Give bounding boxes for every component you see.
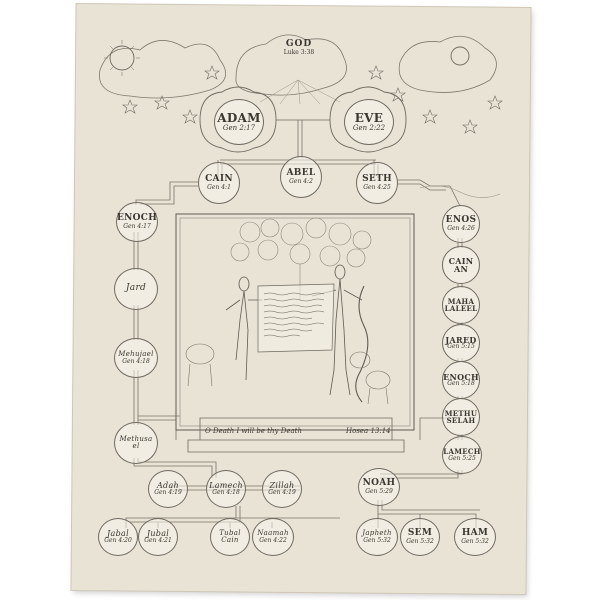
animals (185, 343, 391, 405)
adah-ref: Gen 4:19 (154, 489, 182, 497)
noah-ref: Gen 5:29 (365, 487, 393, 495)
sun-face (109, 45, 135, 71)
noah-node: NOAH Gen 5:29 (358, 468, 400, 506)
jabal-name: Jabal (107, 528, 129, 538)
lamech-seth-ref: Gen 5:25 (448, 454, 476, 462)
right-enoch-node: ENOCH Gen 5:18 (442, 361, 480, 399)
methusael-name: Methusa el (119, 434, 153, 450)
mahalaleel-name: MAHA LALEEL (444, 296, 478, 313)
methusael-node: Methusa el (114, 422, 158, 464)
mehujael-node: Mehujael Gen 4:18 (114, 338, 158, 378)
seth-ref: Gen 4:25 (363, 183, 391, 191)
sem-node: SEM Gen 5:32 (400, 518, 440, 556)
cloud-left (98, 40, 227, 99)
japheth-name: Japheth (362, 529, 392, 538)
scene-caption-ref: Hosea 13:14 (346, 427, 391, 435)
japheth-node: Japheth Gen 5:32 (356, 518, 398, 556)
seth-node: SETH Gen 4:25 (356, 162, 398, 204)
adam-ref: Gen 2:17 (222, 123, 256, 132)
left-enoch-ref: Gen 4:17 (123, 222, 151, 230)
jabal-node: Jabal Gen 4:20 (98, 518, 138, 556)
left-enoch-name: ENOCH (116, 213, 158, 224)
god-label: GOD Luke 3:38 (269, 39, 329, 56)
methuselah-name: METHU SELAH (444, 408, 478, 425)
eve-name: EVE (354, 111, 384, 126)
cain-name: CAIN (205, 174, 233, 185)
eve-ref: Gen 2:22 (352, 123, 386, 132)
jubal-node: Jubal Gen 4:21 (138, 518, 178, 556)
scroll (257, 283, 335, 353)
cloud-center (235, 34, 347, 96)
tubal-cain-node: Tubal Cain (210, 518, 250, 556)
god-ref: Luke 3:38 (283, 49, 315, 56)
ham-ref: Gen 5:32 (461, 537, 489, 545)
zillah-name: Zillah (269, 480, 295, 490)
japheth-ref: Gen 5:32 (363, 536, 391, 544)
jared-ref: Gen 5:15 (447, 343, 475, 351)
lamech-seth-name: LAMECH (443, 447, 481, 457)
jared-node: JARED Gen 5:15 (442, 324, 480, 362)
jared-name: JARED (445, 334, 477, 345)
jubal-ref: Gen 4:21 (144, 537, 172, 545)
stars (122, 65, 503, 134)
scene-caption: O Death I will be thy Death (205, 427, 302, 435)
right-enoch-ref: Gen 5:18 (447, 380, 475, 388)
scroll-writing (263, 292, 325, 338)
cloud-right (398, 35, 497, 93)
naamah-name: Naamah (257, 529, 289, 538)
tubal-cain-name: Tubal Cain (219, 528, 241, 544)
ham-node: HAM Gen 5:32 (454, 518, 496, 556)
lamech-cain-ref: Gen 4:18 (212, 489, 240, 497)
enos-ref: Gen 4:26 (447, 224, 475, 232)
adam-node: ADAM Gen 2:17 (214, 99, 264, 145)
zillah-node: Zillah Gen 4:19 (262, 470, 302, 508)
figures (225, 264, 369, 403)
cain-node: CAIN Gen 4:1 (198, 162, 240, 204)
cainan-node: CAIN AN (442, 246, 480, 284)
methuselah-node: METHU SELAH (442, 398, 480, 436)
naamah-ref: Gen 4:22 (259, 536, 287, 544)
lamech-cain-name: Lamech (209, 480, 243, 490)
noah-name: NOAH (362, 478, 396, 489)
abel-ref: Gen 4:2 (289, 177, 313, 185)
mahalaleel-node: MAHA LALEEL (442, 286, 480, 324)
adah-name: Adah (156, 480, 180, 490)
abel-node: ABEL Gen 4:2 (280, 156, 322, 198)
jard-name: Jard (125, 283, 147, 294)
sem-ref: Gen 5:32 (406, 537, 434, 545)
abel-name: ABEL (286, 168, 316, 179)
sem-name: SEM (407, 528, 433, 539)
scene-frame (175, 213, 415, 431)
left-enoch-node: ENOCH Gen 4:17 (116, 202, 158, 242)
tree-canopy (230, 217, 372, 300)
god-name: GOD (285, 39, 313, 49)
cainan-name: CAIN AN (448, 255, 474, 274)
adam-name: ADAM (217, 111, 261, 126)
moon (450, 46, 470, 66)
lamech-cain-node: Lamech Gen 4:18 (206, 470, 246, 508)
lamech-seth-node: LAMECH Gen 5:25 (442, 436, 482, 474)
jubal-name: Jubal (146, 528, 170, 538)
eve-frame (329, 86, 407, 153)
ham-name: HAM (461, 528, 489, 539)
eve-node: EVE Gen 2:22 (344, 99, 394, 145)
enos-node: ENOS Gen 4:26 (442, 205, 480, 243)
seth-name: SETH (362, 174, 392, 185)
pedestal (187, 417, 405, 453)
mehujael-ref: Gen 4:18 (122, 357, 150, 365)
zillah-ref: Gen 4:19 (268, 489, 296, 497)
jabal-ref: Gen 4:20 (104, 537, 132, 545)
mehujael-name: Mehujael (118, 350, 154, 359)
enos-name: ENOS (445, 215, 477, 226)
jard-node: Jard (114, 268, 158, 310)
adah-node: Adah Gen 4:19 (148, 470, 188, 508)
cain-ref: Gen 4:1 (207, 183, 231, 191)
naamah-node: Naamah Gen 4:22 (252, 518, 294, 556)
right-enoch-name: ENOCH (443, 371, 479, 382)
